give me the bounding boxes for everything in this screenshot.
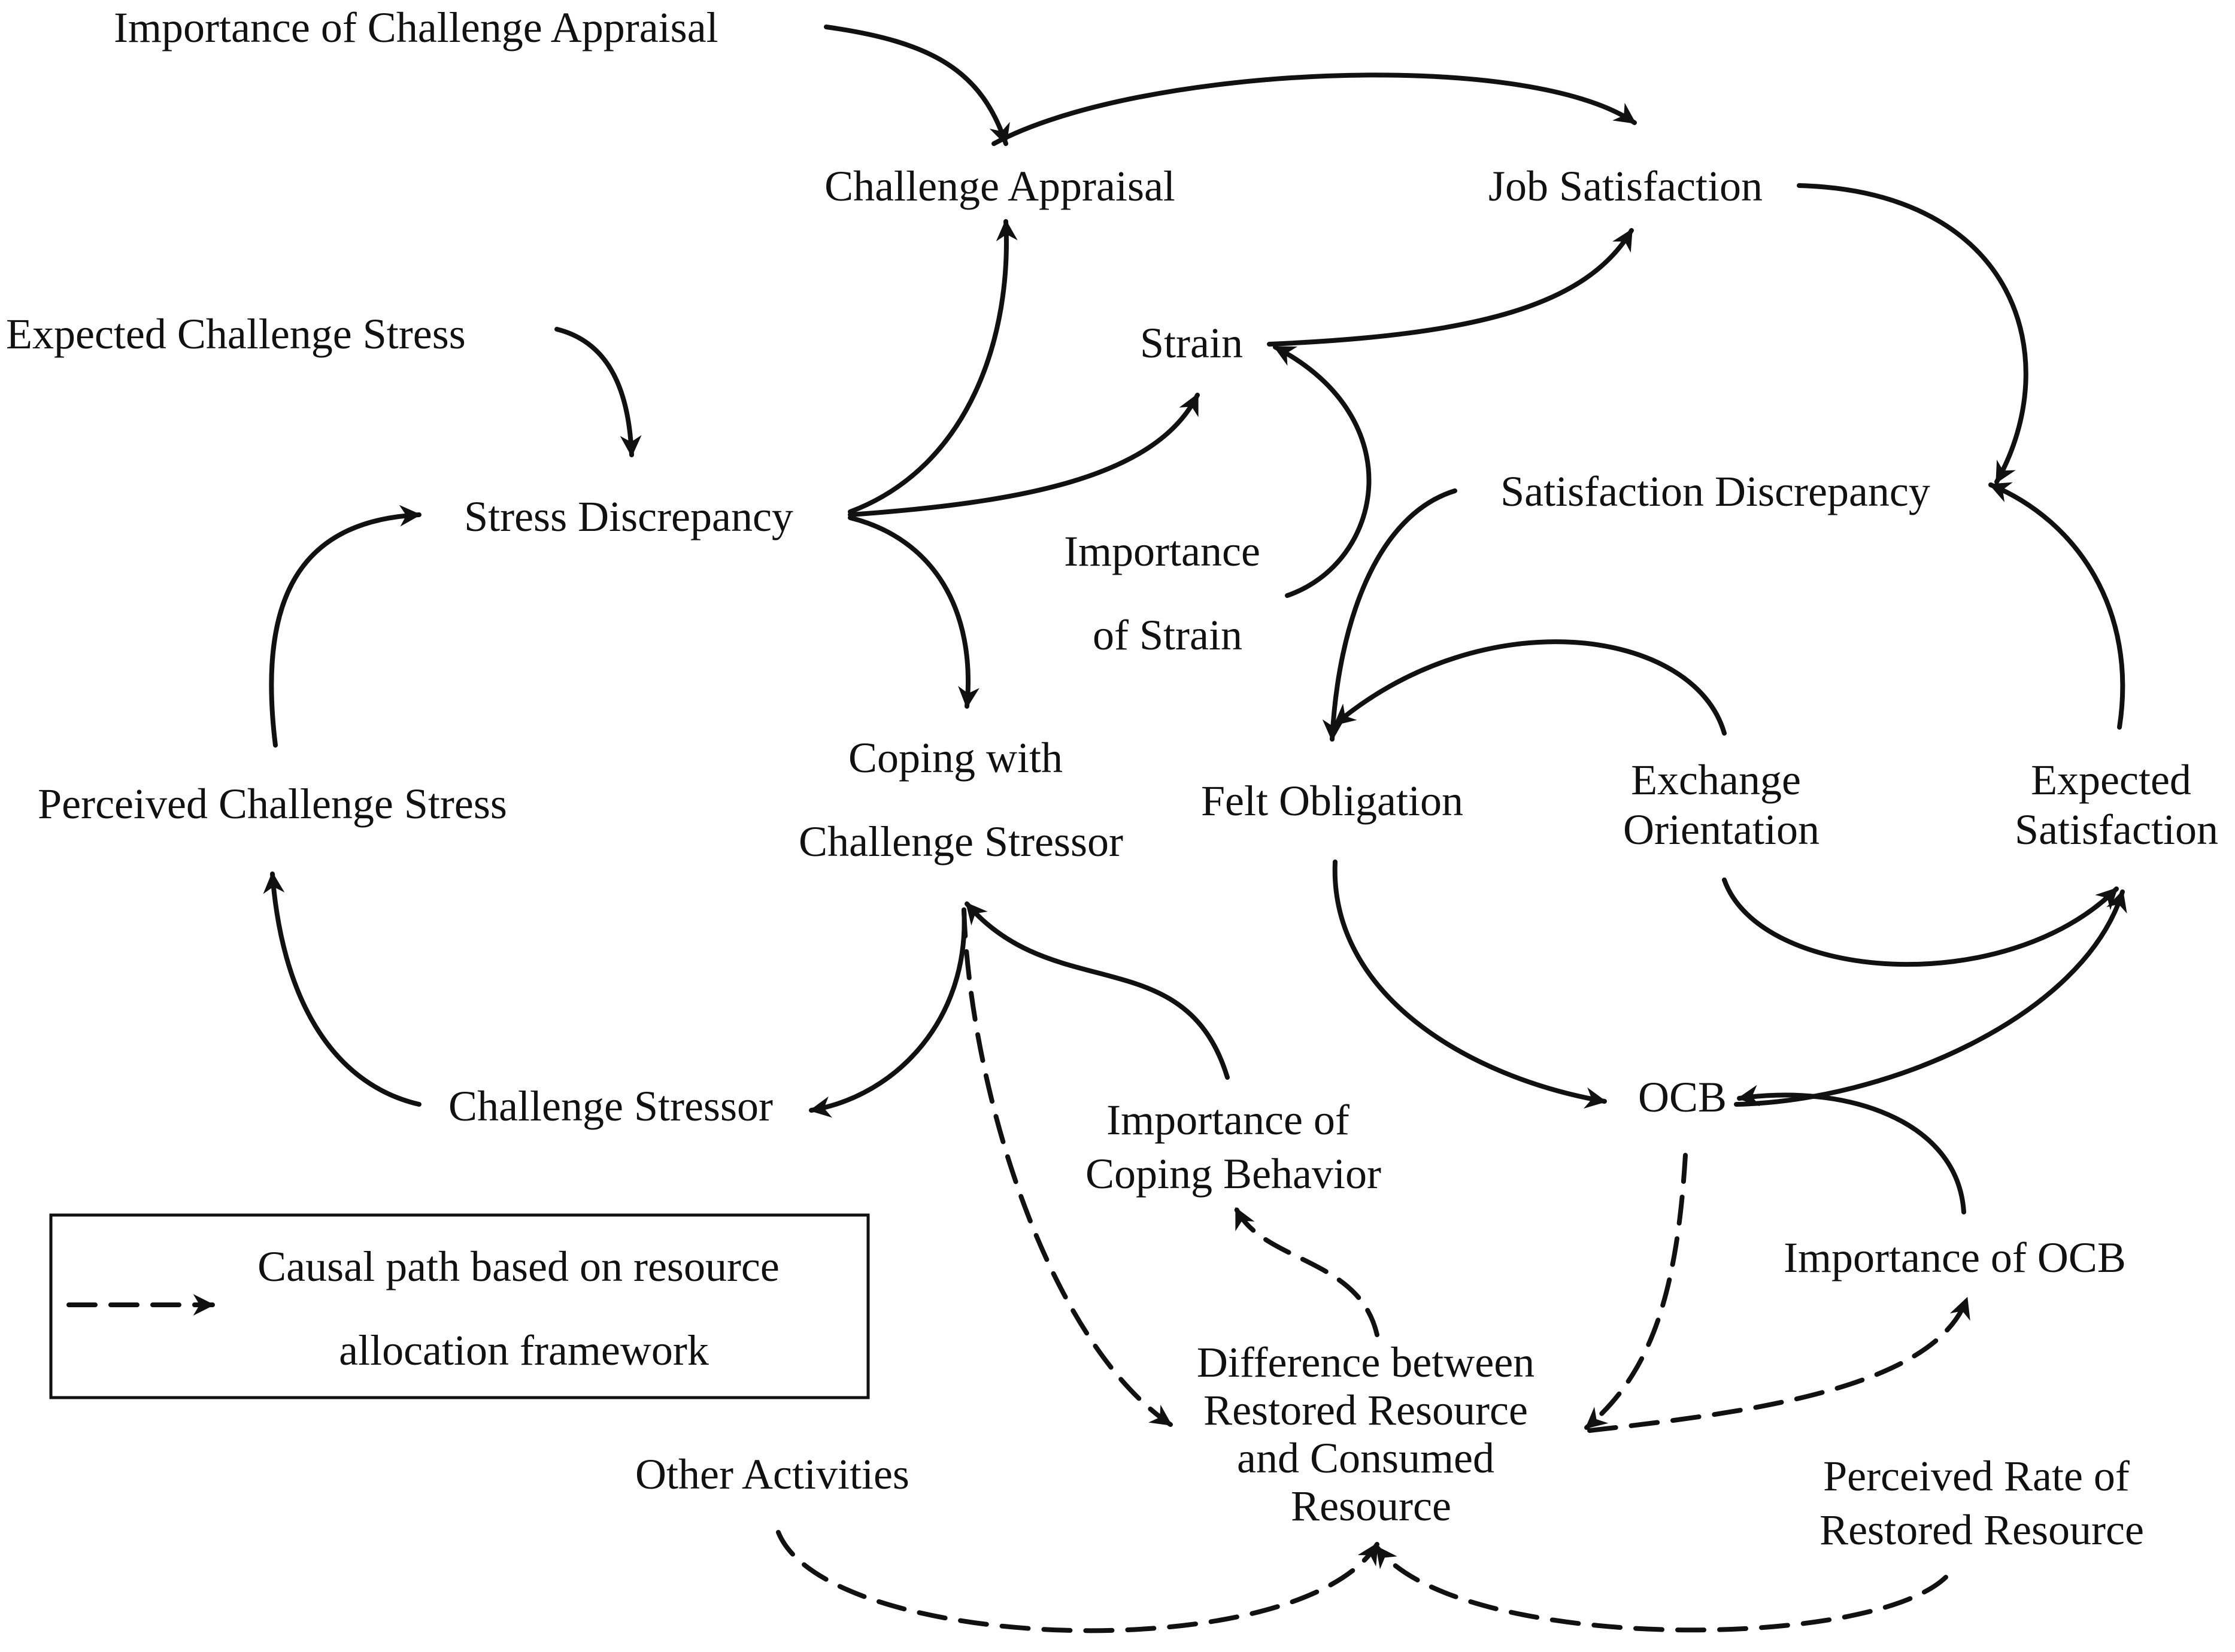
edge-felt-obligation-to-ocb xyxy=(1332,860,1607,1109)
node-felt-obligation: Felt Obligation xyxy=(1201,777,1463,825)
edge-expected-challenge-stress-to-stress-discrepancy xyxy=(554,327,642,457)
node-exchange-orientation: Exchange Orientation xyxy=(1623,756,1819,854)
legend-box xyxy=(49,1213,870,1399)
edge-strain-to-job-satisfaction xyxy=(1267,228,1634,347)
edge-importance-of-strain-to-strain xyxy=(1273,345,1372,598)
edge-exchange-orientation-to-felt-obligation xyxy=(1333,639,1727,736)
node-perceived-rate-restored-resource: Perceived Rate of Restored Resource xyxy=(1819,1452,2144,1554)
node-ocb: OCB xyxy=(1638,1073,1727,1121)
node-coping-with-challenge-stressor: Coping with Challenge Stressor xyxy=(799,734,1123,866)
edge-stress-discrepancy-to-strain xyxy=(848,393,1200,517)
edge-importance-coping-to-coping xyxy=(965,901,1230,1080)
node-expected-challenge-stress: Expected Challenge Stress xyxy=(6,310,466,358)
edge-ocb-to-expected-satisfaction xyxy=(1734,889,2127,1107)
legend: Causal path based on resource allocation… xyxy=(49,1213,870,1399)
edge-difference-to-importance-coping xyxy=(1234,1207,1379,1337)
edge-perceived-rate-to-difference xyxy=(1375,1545,1948,1633)
edge-challenge-stressor-to-perceived-challenge-stress xyxy=(263,871,421,1107)
node-importance-of-coping-behavior: Importance of Coping Behavior xyxy=(1085,1096,1381,1198)
node-importance-challenge-appraisal: Importance of Challenge Appraisal xyxy=(114,4,718,51)
edge-coping-to-challenge-stressor xyxy=(809,907,967,1118)
node-expected-satisfaction: Expected Satisfaction xyxy=(2015,756,2218,854)
edge-other-activities-to-difference xyxy=(776,1530,1379,1633)
node-satisfaction-discrepancy: Satisfaction Discrepancy xyxy=(1500,467,1930,515)
edge-job-satisfaction-to-satisfaction-discrepancy xyxy=(1797,183,2028,484)
node-strain: Strain xyxy=(1140,319,1243,367)
edge-importance-challenge-appraisal-to-challenge-appraisal xyxy=(824,25,1010,146)
edge-exchange-orientation-to-expected-satisfaction xyxy=(1722,877,2119,967)
node-perceived-challenge-stress: Perceived Challenge Stress xyxy=(38,780,507,828)
node-stress-discrepancy: Stress Discrepancy xyxy=(464,493,793,540)
node-importance-of-ocb: Importance of OCB xyxy=(1784,1234,2126,1281)
node-other-activities: Other Activities xyxy=(635,1450,909,1498)
node-job-satisfaction: Job Satisfaction xyxy=(1488,162,1763,210)
node-challenge-appraisal: Challenge Appraisal xyxy=(824,162,1175,210)
edge-ocb-to-difference xyxy=(1584,1153,1688,1430)
legend-text: Causal path based on resource allocation… xyxy=(257,1243,790,1374)
node-difference-restored-consumed: Difference between Restored Resource and… xyxy=(1197,1338,1545,1530)
edge-stress-discrepancy-to-coping xyxy=(848,515,979,709)
edge-importance-of-ocb-to-ocb xyxy=(1737,1085,1966,1214)
edge-coping-to-difference xyxy=(962,907,1173,1427)
edge-expected-satisfaction-to-satisfaction-discrepancy xyxy=(1988,482,2125,730)
node-importance-of-strain: Importance of Strain xyxy=(1064,527,1271,659)
node-challenge-stressor: Challenge Stressor xyxy=(448,1082,773,1130)
edge-perceived-challenge-stress-to-stress-discrepancy xyxy=(269,505,421,748)
edge-stress-discrepancy-to-challenge-appraisal xyxy=(848,219,1018,514)
edge-satisfaction-discrepancy-to-felt-obligation xyxy=(1322,488,1457,742)
edge-challenge-appraisal-to-job-satisfaction xyxy=(991,72,1637,146)
edge-difference-to-importance-ocb xyxy=(1587,1296,1970,1433)
